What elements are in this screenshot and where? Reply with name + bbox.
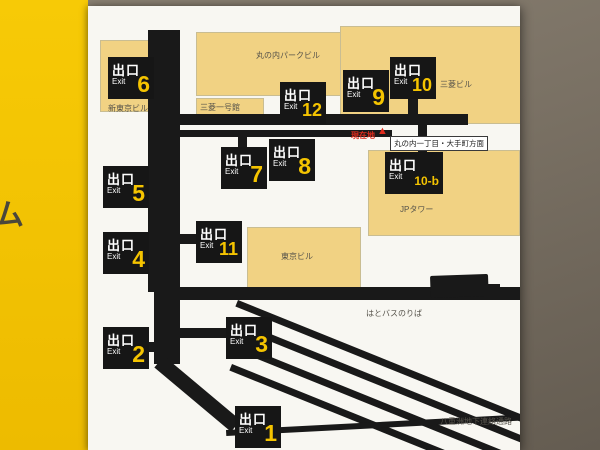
exit-number: 3 [255, 331, 268, 357]
exit-number: 4 [132, 246, 145, 272]
label-marunouchi-park: 丸の内パークビル [256, 51, 320, 60]
exit-label-jp: 出口 [394, 63, 423, 78]
exit-label-jp: 出口 [389, 158, 418, 173]
exit-label-en: Exit [107, 252, 121, 261]
exit-number: 10 [411, 75, 432, 95]
passage-stub-exit2 [146, 342, 158, 352]
exit-badge-4: 出口 Exit 4 [103, 232, 149, 274]
exit-label-en: Exit [389, 172, 403, 181]
exit-number: 2 [132, 341, 145, 367]
label-shintokyo: 新東京ビル [108, 104, 148, 113]
exit-label-en: Exit [239, 426, 253, 435]
exit-label-en: Exit [225, 167, 239, 176]
exit-badge-2: 出口 Exit 2 [103, 327, 149, 369]
exit-label-jp: 出口 [284, 88, 313, 103]
exit-label-jp: 出口 [107, 172, 136, 187]
exit-label-jp: 出口 [347, 76, 376, 91]
exit-label-en: Exit [200, 241, 214, 250]
exit-badge-10: 出口 Exit 10 [390, 57, 436, 99]
label-ichigokan: 三菱一号館 [200, 103, 240, 112]
exit-number: 11 [218, 239, 238, 259]
exit-badge-5: 出口 Exit 5 [103, 166, 149, 208]
exit-badge-3: 出口 Exit 3 [226, 317, 272, 359]
exit-label-jp: 出口 [273, 145, 302, 160]
exit-map-panel: 新東京ビル 丸の内パークビル 三菱一号館 三菱ビル JPタワー 東京ビル はとバ… [88, 6, 520, 450]
exit-label-en: Exit [347, 90, 361, 99]
exit-label-jp: 出口 [230, 323, 259, 338]
building-footprint-black [430, 273, 489, 298]
exit-label-en: Exit [284, 102, 298, 111]
exit-label-jp: 出口 [225, 153, 254, 168]
exit-badge-7: 出口 Exit 7 [221, 147, 267, 189]
label-tokyo-building: 東京ビル [281, 252, 313, 261]
passage-vertical-lower [154, 292, 180, 364]
current-location-label: 現在地 [351, 131, 375, 140]
exit-number: 10-b [414, 174, 439, 188]
direction-sign-box: 丸の内一丁目・大手町方面 [390, 136, 488, 151]
exit-label-en: Exit [107, 347, 121, 356]
passage-horizontal-lower [180, 130, 392, 137]
building-tokyo [247, 227, 361, 289]
exit-label-en: Exit [394, 77, 408, 86]
exit-number: 8 [298, 153, 311, 179]
exit-badge-6: 出口 Exit 6 [108, 57, 154, 99]
exit-number: 1 [264, 420, 277, 446]
exit-badge-1: 出口 Exit 1 [235, 406, 281, 448]
exit-number: 9 [372, 84, 385, 110]
exit-label-en: Exit [112, 77, 126, 86]
exit-badge-8: 出口 Exit 8 [269, 139, 315, 181]
exit-number: 12 [301, 100, 322, 120]
current-location-marker-icon: ▲ [377, 125, 388, 137]
passage-branch-exit11 [176, 234, 198, 244]
exit-badge-10b: 出口 Exit 10-b [385, 152, 443, 194]
exit-number: 5 [132, 180, 145, 206]
passage-stub-exit10 [408, 98, 418, 116]
exit-number: 6 [137, 71, 150, 97]
yellow-sign-strip: ム [0, 0, 88, 450]
side-text-fragment: ム [0, 199, 24, 232]
building-footprint-black-small [484, 284, 500, 300]
exit-badge-9: 出口 Exit 9 [343, 70, 389, 112]
exit-badge-11: 出口 Exit 11 [196, 221, 242, 263]
exit-number: 7 [250, 161, 263, 187]
current-location: 現在地 ▲ [351, 126, 388, 141]
label-hatobus: はとバスのりば [366, 309, 422, 318]
passage-diagonal-to-exit1 [154, 356, 241, 432]
label-yaesu-passage: 八重洲地下連絡通路 [440, 417, 512, 426]
passage-branch-exit3 [180, 328, 228, 338]
label-mitsubishi: 三菱ビル [440, 80, 472, 89]
exit-label-jp: 出口 [107, 238, 136, 253]
exit-badge-12: 出口 Exit 12 [280, 82, 326, 124]
exit-label-en: Exit [230, 337, 244, 346]
exit-label-jp: 出口 [200, 227, 229, 242]
exit-label-jp: 出口 [239, 412, 268, 427]
exit-label-en: Exit [273, 159, 287, 168]
label-jp-tower: JPタワー [400, 205, 434, 214]
exit-label-jp: 出口 [107, 333, 136, 348]
exit-label-en: Exit [107, 186, 121, 195]
passage-stub-exit7 [238, 134, 247, 149]
exit-label-jp: 出口 [112, 63, 141, 78]
